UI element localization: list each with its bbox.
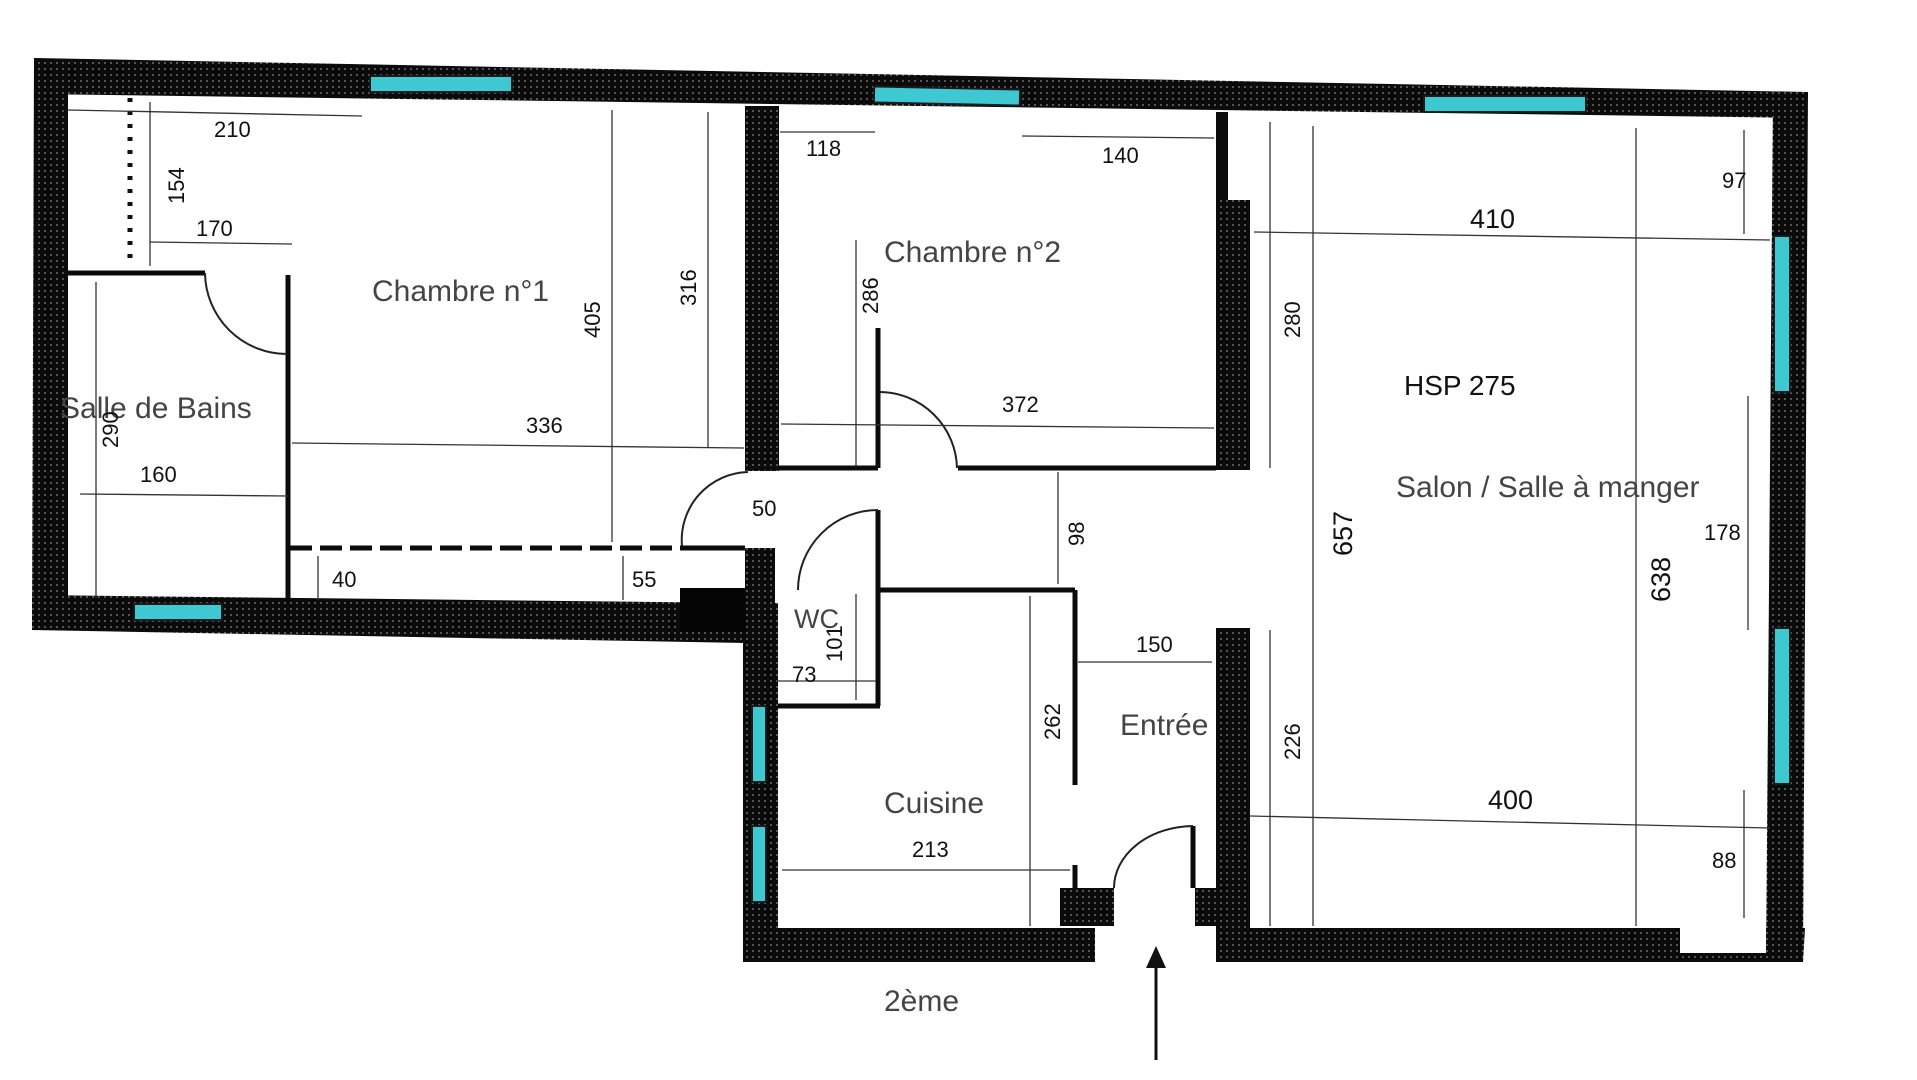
dim-hall-98: 98 xyxy=(1064,522,1089,546)
living-wall-upper xyxy=(1216,200,1250,470)
dim-living-226: 226 xyxy=(1280,723,1305,760)
window-living-top xyxy=(1423,95,1587,113)
bath-door-swing xyxy=(204,272,288,355)
dim-bed2-140: 140 xyxy=(1102,143,1139,168)
dim-bed2-286: 286 xyxy=(858,277,883,314)
living-bottom-wall xyxy=(1216,928,1805,962)
dim-bath-top: 210 xyxy=(214,117,251,142)
room-label-living: Salon / Salle à manger xyxy=(1396,471,1700,504)
interior-walls xyxy=(68,106,1250,928)
dim-bath-height: 290 xyxy=(98,411,123,448)
partition-wc-left xyxy=(745,548,775,608)
dim-bath-170: 170 xyxy=(196,216,233,241)
ceiling-height-label: HSP 275 xyxy=(1404,370,1516,401)
window-bath xyxy=(133,603,223,621)
entry-jamb-left xyxy=(1060,888,1114,926)
dim-entry-150: 150 xyxy=(1136,632,1173,657)
dim-bed1-55: 55 xyxy=(632,567,656,592)
dim-living-657: 657 xyxy=(1328,511,1358,556)
kitchen-bottom-wall xyxy=(743,928,1095,962)
dim-living-400: 400 xyxy=(1488,785,1533,815)
room-label-bathroom: Salle de Bains xyxy=(60,392,252,425)
measure-lines xyxy=(67,102,1771,926)
dim-bath-width: 160 xyxy=(140,462,177,487)
dim-wc-101: 101 xyxy=(822,625,847,662)
room-label-kitchen: Cuisine xyxy=(884,787,984,820)
bedroom2-door-swing xyxy=(879,391,958,469)
dim-bed1-405: 405 xyxy=(580,301,605,338)
left-wall xyxy=(32,58,68,628)
window-living-right-lower xyxy=(1773,627,1791,785)
dim-kitchen-262: 262 xyxy=(1040,703,1065,740)
entrance-arrow xyxy=(1146,946,1166,1060)
room-label-bedroom2: Chambre n°2 xyxy=(884,236,1061,269)
dimension-labels: 210 154 170 290 160 405 316 336 40 55 11… xyxy=(98,117,1746,873)
window-kitchen-lower xyxy=(751,825,767,903)
dim-living-280: 280 xyxy=(1280,301,1305,338)
living-wall-top-stub xyxy=(1216,112,1228,200)
living-notch xyxy=(1680,925,1766,953)
room-label-entrance: Entrée xyxy=(1120,709,1208,742)
room-label-wc: WC xyxy=(794,604,839,634)
dim-bed2-372: 372 xyxy=(1002,392,1039,417)
window-bedroom1 xyxy=(369,75,513,93)
windows xyxy=(133,75,1791,903)
room-label-bedroom1: Chambre n°1 xyxy=(372,275,549,308)
exterior-walls xyxy=(32,58,1808,962)
dim-bed2-118: 118 xyxy=(806,136,841,161)
dim-living-97: 97 xyxy=(1722,168,1746,193)
right-wall xyxy=(1766,92,1808,962)
partition-b1-b2 xyxy=(745,106,779,471)
dim-bed1-316: 316 xyxy=(676,269,701,306)
floor-label: 2ème xyxy=(884,985,959,1018)
dim-kitchen-213: 213 xyxy=(912,837,949,862)
hall-door-swing xyxy=(680,471,749,547)
living-wall-lower xyxy=(1216,628,1250,928)
dim-living-178: 178 xyxy=(1704,520,1741,545)
shaft-block xyxy=(680,588,746,632)
dim-wc-73: 73 xyxy=(792,662,816,687)
room-labels: Salle de Bains Chambre n°1 Chambre n°2 W… xyxy=(60,236,1700,1018)
window-living-right-upper xyxy=(1773,235,1791,393)
window-bedroom2 xyxy=(872,85,1022,107)
dim-living-88: 88 xyxy=(1712,848,1736,873)
dim-living-410: 410 xyxy=(1470,204,1515,234)
doors xyxy=(204,272,1196,889)
dim-bed1-40: 40 xyxy=(332,567,356,592)
dim-bed1-336: 336 xyxy=(526,413,563,438)
entry-door-swing xyxy=(1113,825,1194,889)
dim-hall-50: 50 xyxy=(752,496,776,521)
window-kitchen-upper xyxy=(751,705,767,783)
dim-living-638: 638 xyxy=(1646,557,1676,602)
dim-bath-side: 154 xyxy=(164,167,189,204)
wc-door-swing xyxy=(797,509,879,591)
